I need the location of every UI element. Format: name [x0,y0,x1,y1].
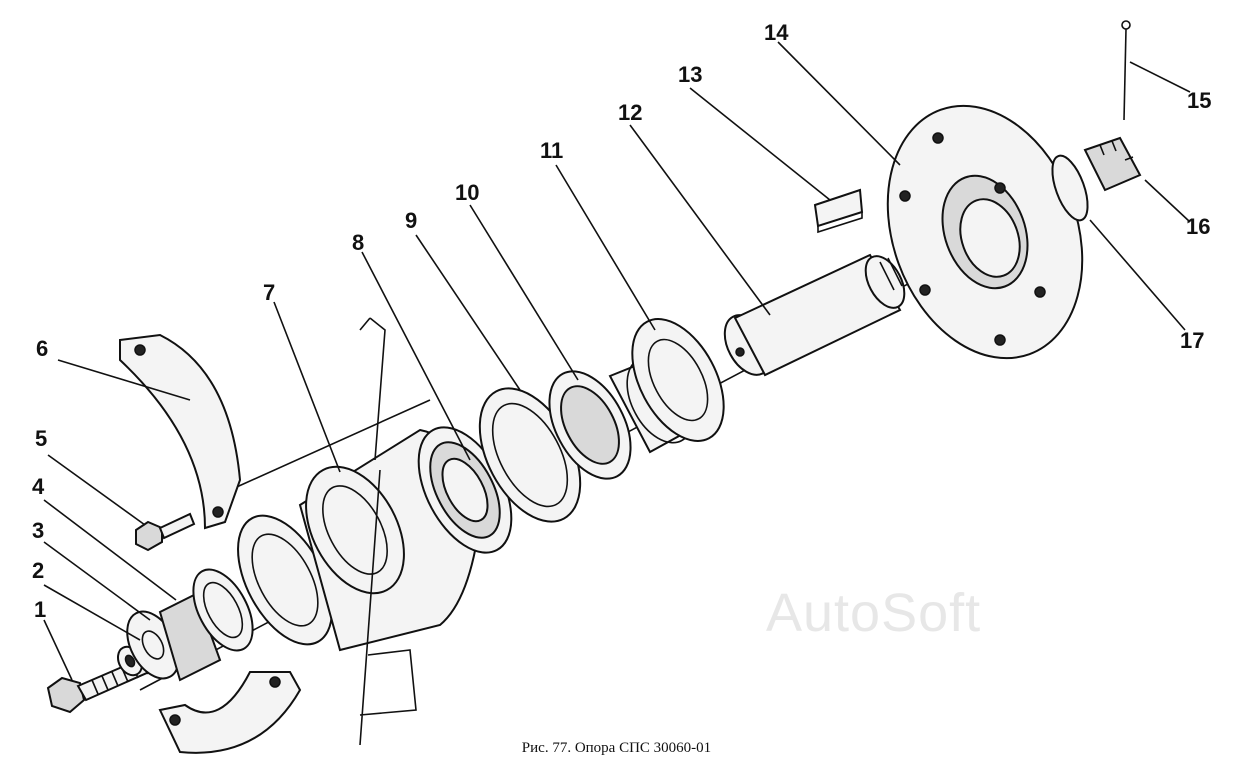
part-12-shaft [723,249,919,377]
callout-9: 9 [405,208,417,233]
callout-17: 17 [1180,328,1204,353]
callout-1: 1 [34,597,46,622]
leader-17 [1089,219,1186,331]
figure-caption: Рис. 77. Опора СПС 30060-01 [521,740,712,756]
part-14-flange [886,104,1084,360]
leader-2 [43,584,141,641]
callout-8: 8 [352,230,364,255]
leader-12 [629,124,771,316]
part-17-washer [1051,154,1089,222]
callout-12: 12 [618,100,642,125]
leader-10 [469,204,579,381]
callout-2: 2 [32,558,44,583]
callout-7: 7 [263,280,275,305]
part-6-clamp-upper [119,333,242,530]
leader-5 [47,454,146,526]
leader-6 [57,359,191,401]
callout-4: 4 [32,474,45,499]
callout-11: 11 [540,138,563,163]
callout-13: 13 [678,62,702,87]
part-15-cotter-pin [1121,20,1131,121]
leader-14 [777,41,901,166]
callout-16: 16 [1186,214,1210,239]
leader-4 [43,499,177,601]
leader-9 [415,234,521,391]
part-5-small-bolt [135,512,196,552]
callout-3: 3 [32,518,44,543]
leader-11 [555,164,656,331]
part-16-castle-nut [1083,136,1142,192]
clamp-lower [158,671,302,754]
part-13-key [813,188,864,234]
leader-13 [689,87,831,201]
part-10-bearing [548,356,694,480]
leader-16 [1144,179,1191,223]
part-11-ring [631,318,725,442]
part-3-cap [126,592,222,682]
callout-5: 5 [35,426,47,451]
callout-6: 6 [36,336,48,361]
callout-15: 15 [1187,88,1211,113]
leader-lines [43,41,1191,681]
leader-3 [43,541,151,621]
leader-8 [361,251,471,461]
callout-10: 10 [455,180,479,205]
leader-7 [273,301,341,473]
callout-14: 14 [764,20,789,45]
watermark-text: AutoSoft [766,583,982,643]
part-4-ring [192,568,254,652]
leader-15 [1129,61,1191,93]
leader-1 [43,619,73,681]
